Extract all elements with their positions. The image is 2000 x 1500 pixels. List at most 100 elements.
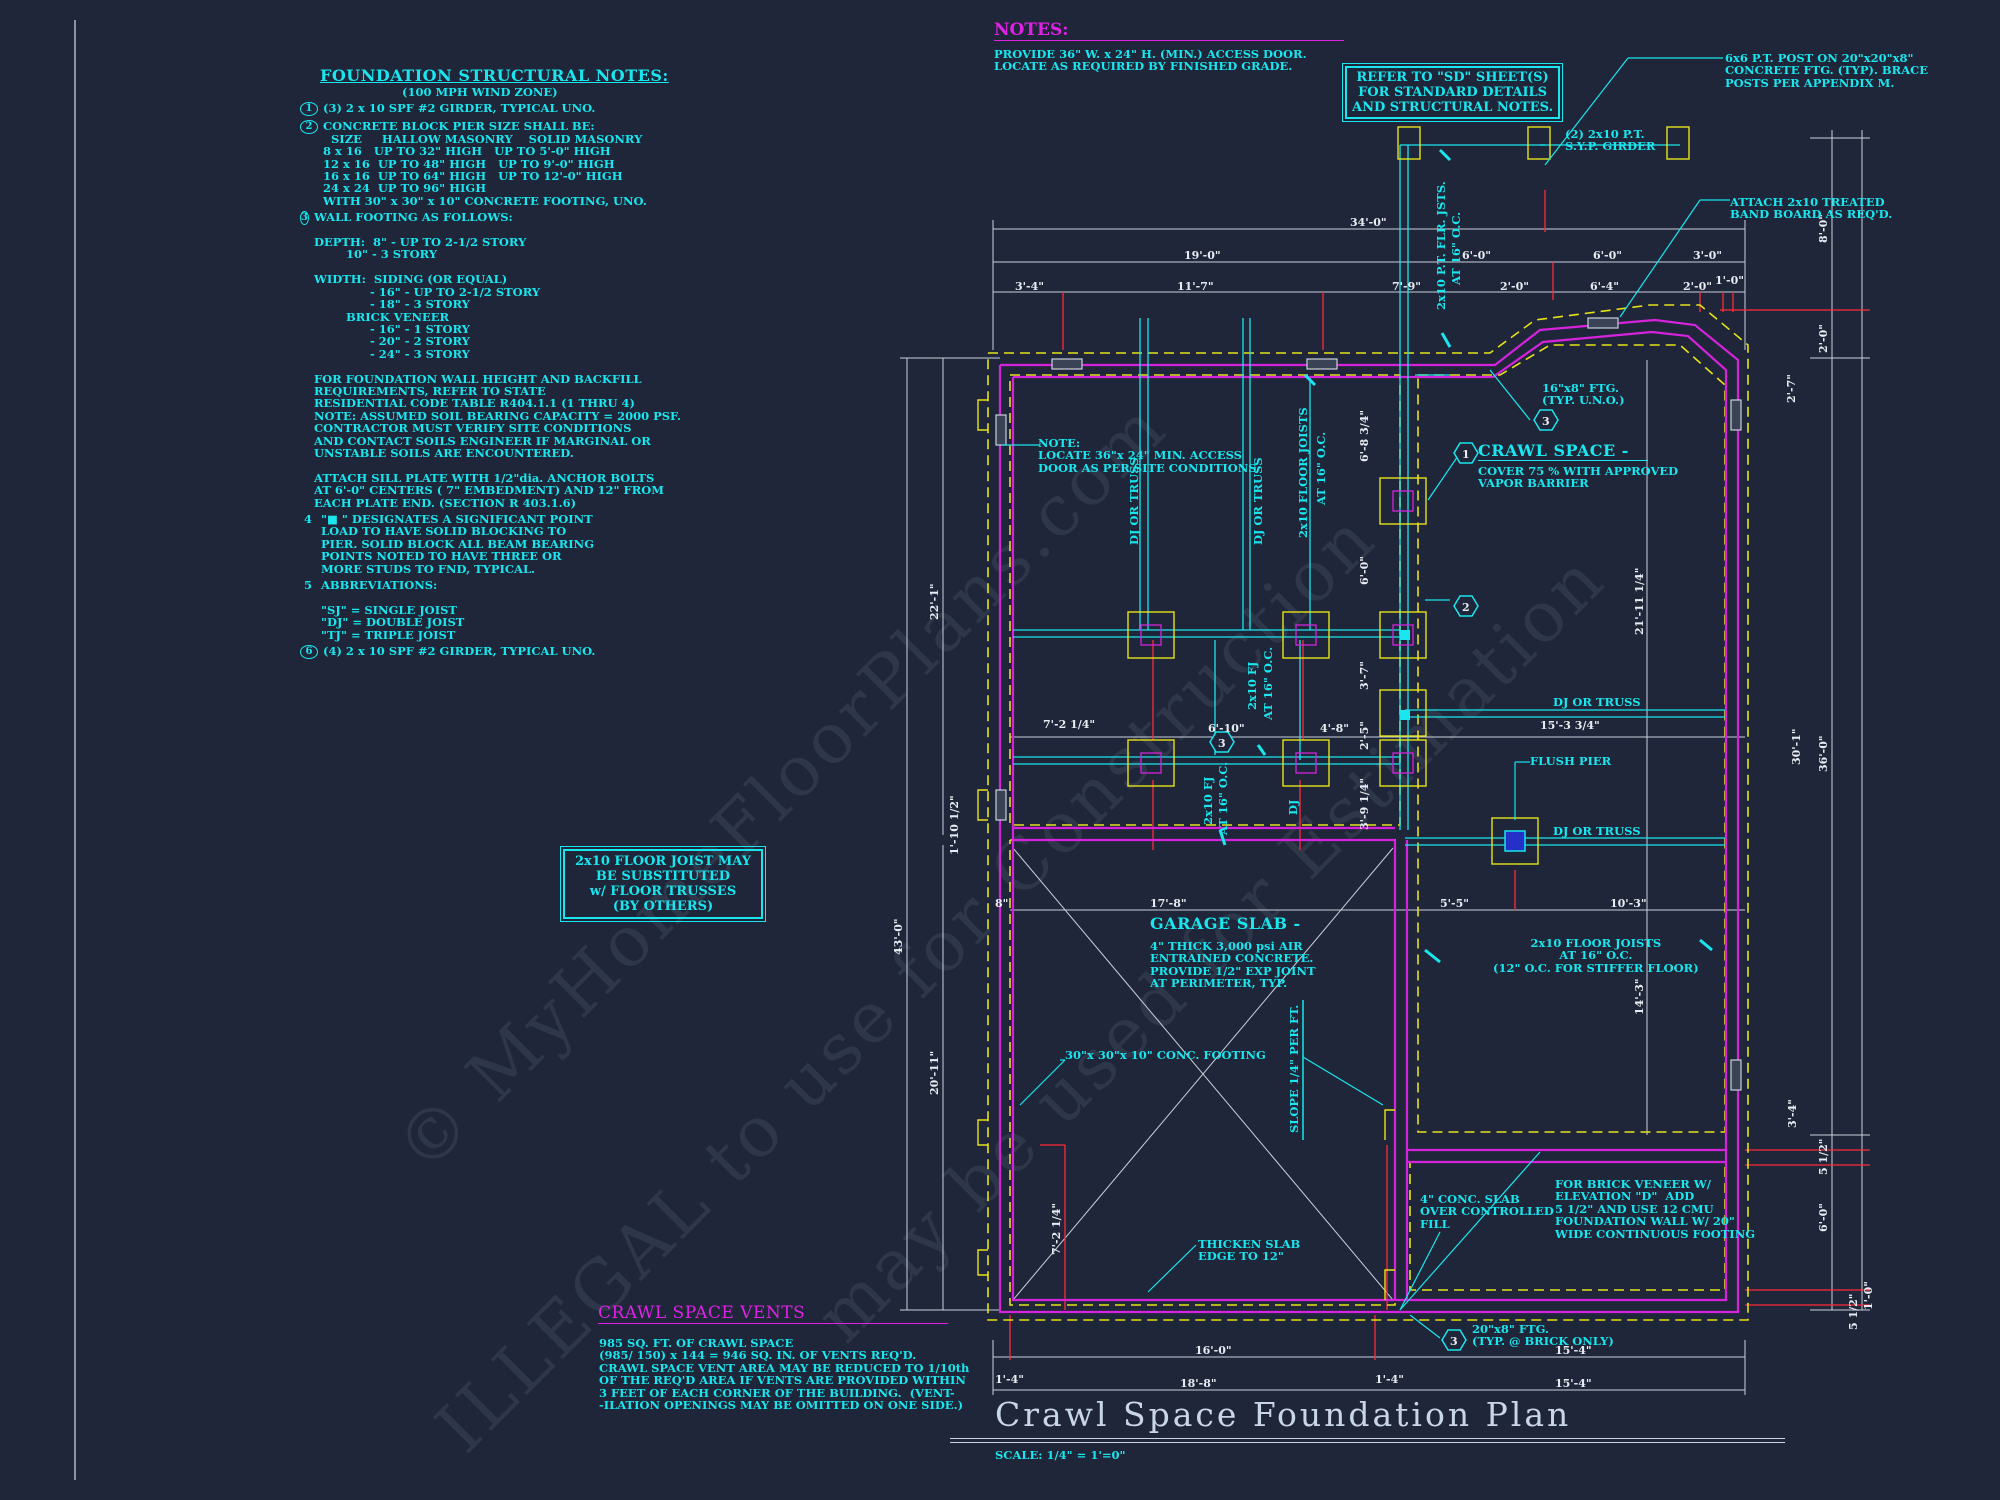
notes-panel: NOTES: [994,20,1344,41]
note-num-5: 5 [303,578,312,593]
garage-slab-title: GARAGE SLAB - [1150,914,1301,933]
tag-3a-text: 3 [1542,415,1550,428]
dim-right-mid-1: 36'-0" [1817,735,1830,772]
joist-arrows [1218,148,1713,964]
dim-top-19: 19'-0" [1184,249,1221,262]
note-text-6: (4) 2 x 10 SPF #2 GIRDER, TYPICAL UNO. [323,644,596,659]
foundation-walls [998,318,1740,1314]
tag-3b-text: 3 [1218,737,1226,750]
flush-pier-marker [1504,830,1526,852]
note-num-4: 4 [303,512,312,526]
red-ticks [1009,190,1870,1360]
fj-vert3-label-1: 2x10 FJ [1201,777,1215,825]
dim-top-row-1: 11'-7" [1177,280,1214,293]
dj-vertical-label: DJ [1286,800,1300,815]
access-door-note: NOTE: LOCATE 36"x 24" MIN. ACCESS DOOR A… [1038,436,1257,475]
tag-2-text: 2 [1462,601,1470,614]
dim-right-low-3: 5 1/2" [1847,1293,1860,1330]
dim-right-low-1: 5 1/2" [1817,1138,1830,1175]
footing-stepouts [977,399,1395,1300]
thicken-slab-callout: THICKEN SLAB EDGE TO 12" [1198,1237,1301,1264]
plan-scale: SCALE: 1/4" = 1'=0" [995,1448,1126,1462]
dim-inner-h-6: 10'-3" [1610,897,1647,910]
brick-veneer-callout: FOR BRICK VENEER W/ ELEVATION "D" ADD 5 … [1555,1177,1756,1241]
crawl-vents-text: 985 SQ. FT. OF CRAWL SPACE (985/ 150) x … [599,1336,970,1413]
tag-hexagons [1209,409,1559,1351]
dim-right-low-2: 6'-0" [1817,1203,1830,1232]
floor-joists-vert-label-1: 2x10 FLOOR JOISTS [1296,407,1310,538]
dj-truss-vertical-2: DJ OR TRUSS [1251,458,1265,546]
tag-3b-hexagon [1209,731,1235,753]
note-num-6: 6 [300,645,318,660]
band-board-callout: ATTACH 2x10 TREATED BAND BOARD AS REQ'D. [1730,195,1893,222]
note-num-1: 1 [300,102,318,117]
dim-right-mid-0: 30'-1" [1790,728,1803,765]
dim-left-3: 1'-10 1/2" [948,795,961,855]
dim-right-low-4: 1'-0" [1862,1281,1875,1310]
dim-top-row-3: 2'-0" [1500,280,1529,293]
crawl-space-text: COVER 75 % WITH APPROVED VAPOR BARRIER [1478,464,1679,491]
foundation-notes-title: FOUNDATION STRUCTURAL NOTES: [320,66,669,85]
dim-top-row2-2: 3'-0" [1693,249,1722,262]
floor-joists-top-label-2: AT 16" O.C. [1449,212,1463,286]
note-item-5: 5 ABBREVIATIONS: "SJ" = SINGLE JOIST "DJ… [300,579,680,641]
crawl-vents [995,317,1742,1091]
floor-joists-top-label-1: 2x10 P.T. FLR. JSTS. [1434,181,1448,310]
crawl-vents-title: CRAWL SPACE VENTS [598,1303,806,1323]
point-load-marker [1400,710,1410,720]
dim-bottom-0: 16'-0" [1195,1344,1232,1357]
dim-bottom-4: 1'-4" [1375,1373,1404,1386]
dimension-text: 34'-0" 19'-0" 3'-4" 11'-7" 7'-9" 2'-0" 6… [892,214,1875,1390]
dim-left-0: 43'-0" [892,918,905,955]
vertical-labels: DJ OR TRUSS DJ OR TRUSS 2x10 P.T. FLR. J… [1127,181,1463,1133]
fj-vert2-label-1: 2x10 FJ [1245,662,1259,710]
crawl-space-title: CRAWL SPACE - [1478,441,1648,461]
note-text-2: CONCRETE BLOCK PIER SIZE SHALL BE: SIZE … [323,119,647,208]
dim-left-1: 22'-1" [928,583,941,620]
dim-inner-h-4: 17'-8" [1150,897,1187,910]
dim-inner-v-1: 6'-0" [1358,556,1371,585]
refer-sd-box: REFER TO "SD" SHEET(S) FOR STANDARD DETA… [1341,63,1564,122]
dim-top-row-6: 1'-0" [1715,274,1744,287]
dim-bottom-1: 15'-4" [1555,1344,1592,1357]
dim-inner-h-2: 4'-8" [1320,722,1349,735]
note-text-4: "■ " DESIGNATES A SIGNIFICANT POINT LOAD… [321,512,595,576]
dim-top-row-2: 7'-9" [1392,280,1421,293]
foundation-notes-subtitle: (100 MPH WIND ZONE) [402,85,558,99]
floor-joists-callout: 2x10 FLOOR JOISTS AT 16" O.C. (12" O.C. … [1493,936,1699,975]
tag-3c-text: 3 [1450,1335,1458,1348]
title-block: Crawl Space Foundation Plan SCALE: 1/4" … [950,1395,1785,1461]
ftg-20x8-callout: 20"x8" FTG. (TYP. @ BRICK ONLY) [1472,1322,1614,1349]
dim-bottom-3: 18'-8" [1180,1377,1217,1390]
note-num-2: 2 [300,120,318,135]
note-text-1: (3) 2 x 10 SPF #2 GIRDER, TYPICAL UNO. [323,101,596,116]
note-num-3: 3 [300,211,309,226]
tag-1-hexagon [1453,442,1479,464]
dim-top-row-5: 2'-0" [1683,280,1712,293]
note-item-3: 3 WALL FOOTING AS FOLLOWS: DEPTH: 8" - U… [300,210,682,510]
dimension-lines [900,130,1870,1395]
dim-right-low-0: 3'-4" [1786,1099,1799,1128]
dim-right-top-0: 8'-0" [1817,214,1830,243]
dim-inner-h-3: 15'-3 3/4" [1540,719,1600,732]
foundation-notes-panel: FOUNDATION STRUCTURAL NOTES: (100 MPH WI… [300,66,682,660]
dim-inner-h-1: 6'-10" [1208,722,1245,735]
note-text-3: WALL FOOTING AS FOLLOWS: DEPTH: 8" - UP … [313,210,682,510]
tag-numbers: 1 2 3 3 3 [1218,415,1550,1348]
notes-title: NOTES: [994,20,1069,40]
note-item-2: 2 CONCRETE BLOCK PIER SIZE SHALL BE: SIZ… [300,120,680,207]
crawl-vents-panel: CRAWL SPACE VENTS [598,1303,948,1324]
dim-inner-h-7: 8" [995,897,1008,910]
dim-inner-v-7: 7'-2 1/4" [1050,1203,1063,1255]
dim-inner-v-4: 3'-9 1/4" [1358,778,1371,830]
piers [1127,126,1690,865]
note-item-6: 6 (4) 2 x 10 SPF #2 GIRDER, TYPICAL UNO. [300,644,680,660]
dim-bottom-2: 1'-4" [995,1373,1024,1386]
girder-pt-callout: (2) 2x10 P.T. S.Y.P. GIRDER [1565,127,1656,154]
dim-inner-v-2: 3'-7" [1358,661,1371,690]
fj-vert3-label-2: AT 16" O.C. [1216,762,1230,836]
dim-top-overall: 34'-0" [1350,216,1387,229]
floor-joists-vert-label-2: AT 16" O.C. [1314,432,1328,506]
leader-lines [1002,57,1730,1339]
